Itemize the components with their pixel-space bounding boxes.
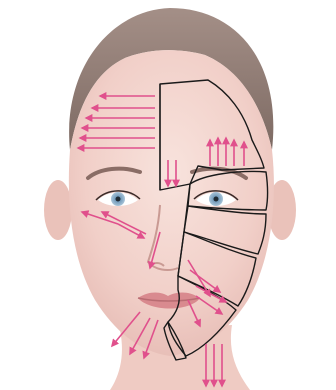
face-skin [69,50,274,356]
left-ear [44,180,72,240]
